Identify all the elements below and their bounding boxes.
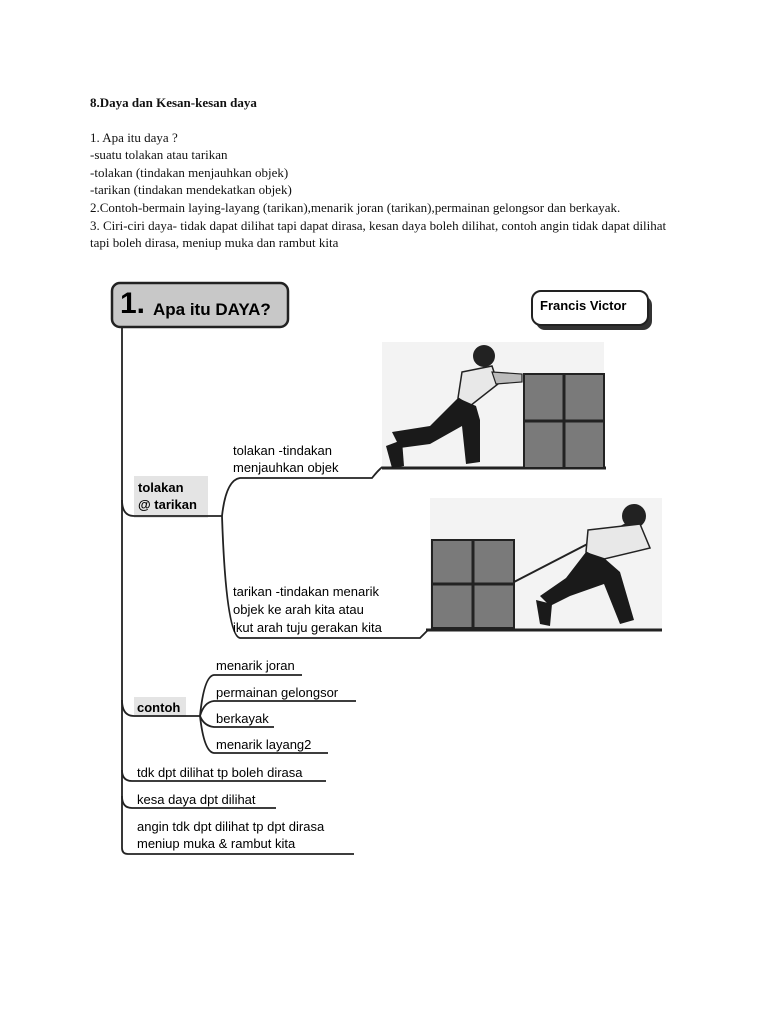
author-name: Francis Victor xyxy=(540,298,626,314)
push-illustration xyxy=(382,342,606,468)
leaf-3-line1: angin tdk dpt dilihat tp dpt dirasa xyxy=(137,818,324,835)
tarikan-text-line2: objek ke arah kita atau xyxy=(233,601,364,618)
root-title: Apa itu DAYA? xyxy=(153,299,271,321)
branch1-label-line2: @ tarikan xyxy=(138,496,197,513)
leaf-3-line2: meniup muka & rambut kita xyxy=(137,835,295,852)
leaf-1: tdk dpt dilihat tp boleh dirasa xyxy=(137,764,303,781)
contoh-item-4: menarik layang2 xyxy=(216,736,311,753)
contoh-item-2: permainan gelongsor xyxy=(216,684,338,701)
contoh-item-1: menarik joran xyxy=(216,657,295,674)
pull-illustration xyxy=(426,498,662,630)
tolakan-text-line1: tolakan -tindakan xyxy=(233,442,332,459)
leaf-2: kesa daya dpt dilihat xyxy=(137,791,256,808)
root-number: 1. xyxy=(120,286,145,322)
branch2-label: contoh xyxy=(137,699,180,716)
tarikan-text-line1: tarikan -tindakan menarik xyxy=(233,583,379,600)
tarikan-text-line3: ikut arah tuju gerakan kita xyxy=(233,619,382,636)
branch1-label-line1: tolakan xyxy=(138,479,184,496)
contoh-item-3: berkayak xyxy=(216,710,269,727)
tolakan-text-line2: menjauhkan objek xyxy=(233,459,339,476)
